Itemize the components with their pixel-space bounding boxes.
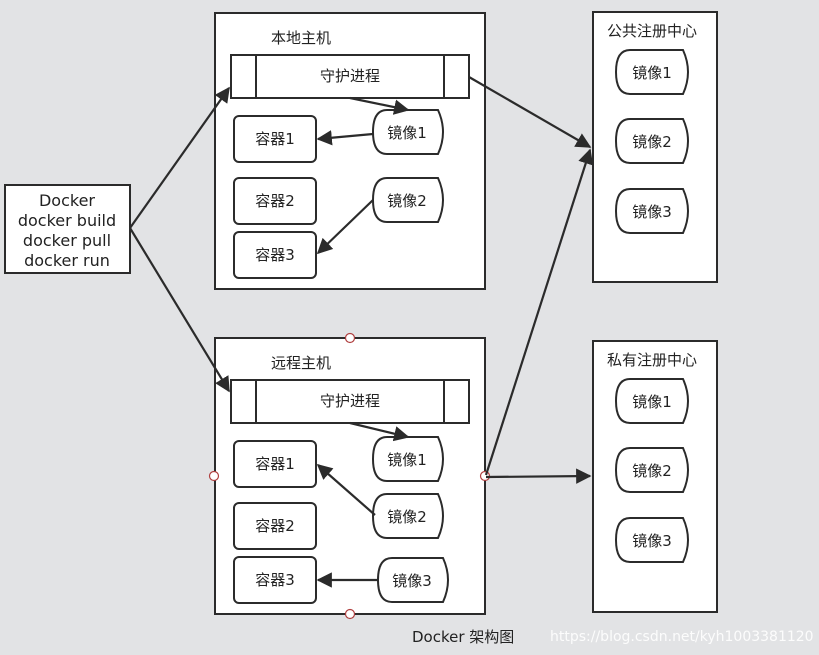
private-image-3-label: 镜像3 (632, 532, 672, 550)
arrow-cli-to-remote (129, 227, 230, 393)
cli-line-run: docker run (24, 251, 110, 270)
local-image-1[interactable]: 镜像1 (371, 109, 444, 155)
arrow-local-daemon-to-image1 (349, 96, 410, 115)
remote-image-3-label: 镜像3 (392, 572, 432, 590)
arrow-remote-daemon-to-image1 (349, 421, 410, 442)
remote-container-2-label: 容器2 (255, 517, 295, 535)
arrow-local-image1-to-container1 (316, 130, 374, 146)
remote-container-1-label: 容器1 (255, 455, 295, 473)
local-container-3-label: 容器3 (255, 246, 295, 264)
local-daemon-process[interactable]: 守护进程 (230, 54, 470, 99)
private-image-1-label: 镜像1 (632, 393, 672, 411)
selection-handle-top[interactable] (344, 332, 356, 344)
arrow-local-to-public (468, 76, 592, 148)
local-container-1[interactable]: 容器1 (233, 115, 317, 163)
private-image-1[interactable]: 镜像1 (614, 378, 689, 424)
arrow-remote-to-private (485, 468, 592, 484)
local-image-2[interactable]: 镜像2 (371, 177, 444, 223)
local-image-1-label: 镜像1 (387, 124, 427, 142)
cli-line-build: docker build (18, 211, 116, 230)
public-image-3-label: 镜像3 (632, 203, 672, 221)
selection-handle-left[interactable] (208, 470, 220, 482)
arrow-remote-to-public (484, 148, 594, 476)
diagram-caption: Docker 架构图 (412, 628, 514, 646)
public-image-2-label: 镜像2 (632, 133, 672, 151)
local-container-3[interactable]: 容器3 (233, 231, 317, 279)
remote-host-box[interactable]: 远程主机 守护进程 容器1 容器2 容器3 镜像1 镜像2 (214, 337, 486, 615)
local-container-1-label: 容器1 (255, 130, 295, 148)
remote-daemon-process[interactable]: 守护进程 (230, 379, 470, 424)
local-host-box[interactable]: 本地主机 守护进程 容器1 容器2 容器3 镜像1 镜像2 (214, 12, 486, 290)
remote-container-1[interactable]: 容器1 (233, 440, 317, 488)
local-image-2-label: 镜像2 (387, 192, 427, 210)
arrow-cli-to-local (129, 86, 230, 229)
remote-image-2[interactable]: 镜像2 (371, 493, 444, 539)
watermark: https://blog.csdn.net/kyh1003381120 (550, 629, 814, 645)
private-image-3[interactable]: 镜像3 (614, 517, 689, 563)
remote-daemon-label: 守护进程 (320, 392, 380, 410)
remote-image-3[interactable]: 镜像3 (376, 557, 449, 603)
public-image-1-label: 镜像1 (632, 64, 672, 82)
public-image-3[interactable]: 镜像3 (614, 188, 689, 234)
remote-image-2-label: 镜像2 (387, 508, 427, 526)
remote-container-3[interactable]: 容器3 (233, 556, 317, 604)
private-image-2[interactable]: 镜像2 (614, 447, 689, 493)
docker-cli-box[interactable]: Docker docker build docker pull docker r… (4, 184, 131, 274)
local-host-title: 本地主机 (271, 29, 331, 47)
private-registry-box[interactable]: 私有注册中心 镜像1 镜像2 镜像3 (592, 340, 718, 613)
private-registry-title: 私有注册中心 (607, 351, 697, 369)
arrow-local-image2-to-container3 (316, 199, 374, 255)
remote-image-1[interactable]: 镜像1 (371, 436, 444, 482)
arrow-remote-image2-to-container1 (316, 463, 376, 516)
selection-handle-bottom[interactable] (344, 608, 356, 620)
public-registry-box[interactable]: 公共注册中心 镜像1 镜像2 镜像3 (592, 11, 718, 283)
private-image-2-label: 镜像2 (632, 462, 672, 480)
public-image-1[interactable]: 镜像1 (614, 49, 689, 95)
remote-container-3-label: 容器3 (255, 571, 295, 589)
local-container-2-label: 容器2 (255, 192, 295, 210)
local-container-2[interactable]: 容器2 (233, 177, 317, 225)
local-daemon-label: 守护进程 (320, 67, 380, 85)
cli-line-docker: Docker (39, 191, 95, 210)
public-image-2[interactable]: 镜像2 (614, 118, 689, 164)
cli-line-pull: docker pull (23, 231, 111, 250)
remote-container-2[interactable]: 容器2 (233, 502, 317, 550)
remote-image-1-label: 镜像1 (387, 451, 427, 469)
remote-host-title: 远程主机 (271, 354, 331, 372)
connectors (129, 76, 594, 588)
public-registry-title: 公共注册中心 (607, 22, 697, 40)
